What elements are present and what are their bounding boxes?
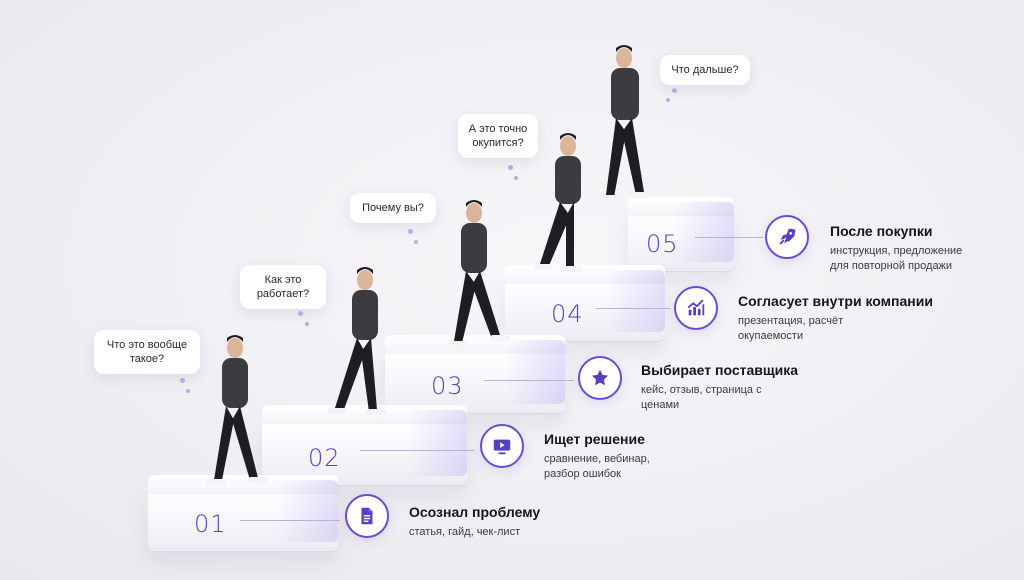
speech-bubble-01: Что это вообще такое? <box>94 330 200 374</box>
step-01-block: 01 <box>148 476 338 552</box>
step-03-label: Выбирает поставщика кейс, отзыв, страниц… <box>641 361 798 413</box>
connector-line-05 <box>695 237 763 238</box>
step-number-03: 03 <box>431 372 464 400</box>
step-02-desc: сравнение, вебинар, разбор ошибок <box>544 453 650 480</box>
connector-line-02 <box>360 450 474 451</box>
step-number-01: 01 <box>194 510 227 538</box>
video-play-icon <box>480 424 524 468</box>
step-01-desc: статья, гайд, чек-лист <box>409 526 521 538</box>
step-05-block: 05 <box>628 198 734 272</box>
star-icon <box>578 356 622 400</box>
step-03-title: Выбирает поставщика <box>641 362 799 378</box>
step-04-block: 04 <box>505 266 665 342</box>
person-figure-05 <box>598 45 650 201</box>
step-02-title: Ищет решение <box>544 431 645 447</box>
person-figure-04 <box>534 133 582 272</box>
speech-bubble-03: Почему вы? <box>350 193 436 223</box>
speech-bubble-05: Что дальше? <box>660 55 750 85</box>
step-05-label: После покупки инструкция, предложение дл… <box>830 222 980 274</box>
step-01-label: Осознал проблему статья, гайд, чек-лист <box>409 503 579 540</box>
step-05-desc: инструкция, предложение для повторной пр… <box>830 245 963 272</box>
person-figure-02 <box>327 267 387 415</box>
document-icon <box>345 494 389 538</box>
step-number-04: 04 <box>551 300 584 328</box>
step-02-label: Ищет решение сравнение, вебинар, разбор … <box>544 430 664 482</box>
step-01-title: Осознал проблему <box>409 504 541 520</box>
speech-bubble-04: А это точно окупится? <box>458 114 538 158</box>
step-04-desc: презентация, расчёт окупаемости <box>738 315 844 342</box>
speech-bubble-02: Как это работает? <box>240 265 326 309</box>
step-number-05: 05 <box>646 230 679 258</box>
person-figure-01 <box>206 335 268 485</box>
step-03-desc: кейс, отзыв, страница с ценами <box>641 384 762 411</box>
step-04-title: Согласует внутри компании <box>738 293 933 309</box>
rocket-icon <box>765 215 809 259</box>
connector-line-04 <box>596 308 670 309</box>
connector-line-01 <box>240 520 340 521</box>
growth-chart-icon <box>674 286 718 330</box>
step-number-02: 02 <box>308 444 341 472</box>
person-figure-03 <box>448 200 510 347</box>
step-04-label: Согласует внутри компании презентация, р… <box>738 292 933 344</box>
step-03-block: 03 <box>385 336 565 414</box>
connector-line-03 <box>484 380 574 381</box>
step-05-title: После покупки <box>830 223 933 239</box>
